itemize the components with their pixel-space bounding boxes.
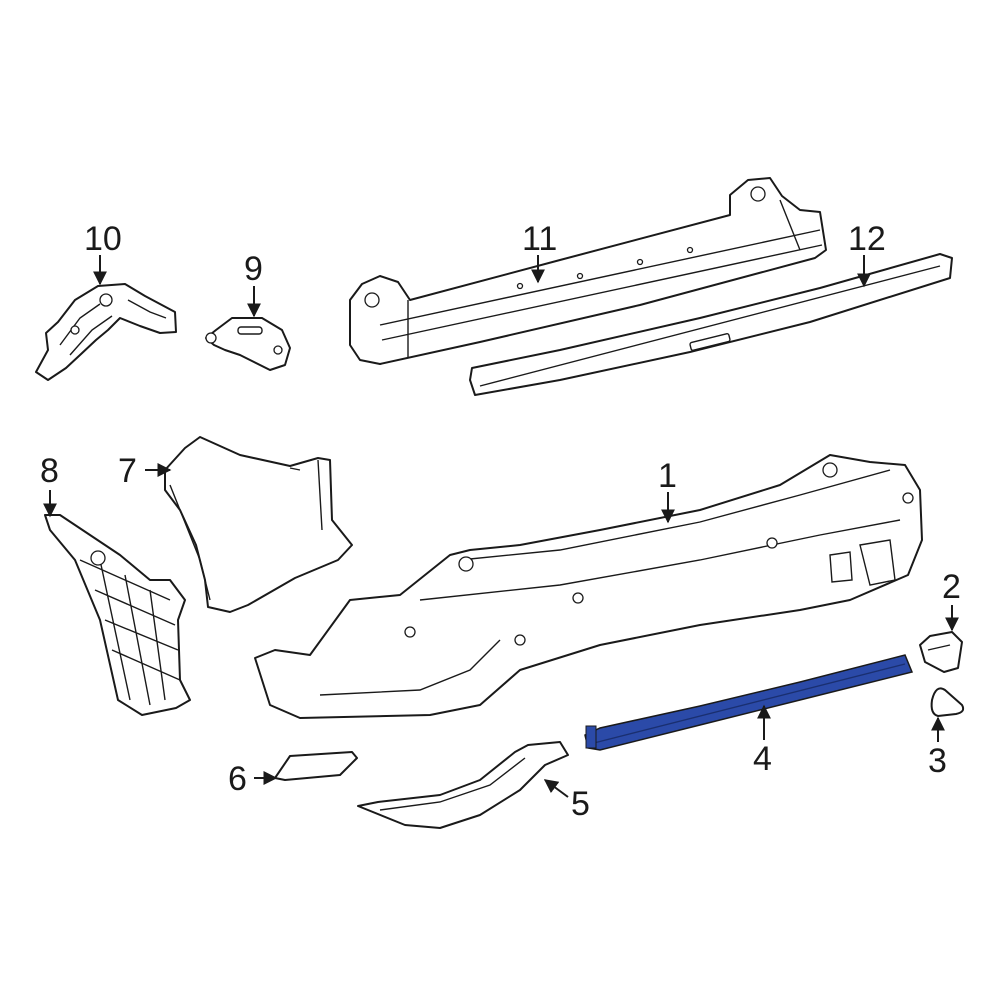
part-7-side-cover[interactable] xyxy=(164,436,353,613)
part-6-plate[interactable] xyxy=(274,751,358,781)
callout-9: 9 xyxy=(244,250,263,288)
callout-7: 7 xyxy=(118,452,137,490)
callout-11: 11 xyxy=(522,220,557,258)
callout-5: 5 xyxy=(571,785,590,823)
callout-4: 4 xyxy=(753,740,772,778)
part-2-cap[interactable] xyxy=(919,631,963,673)
callout-10: 10 xyxy=(84,220,122,258)
part-9-bracket[interactable] xyxy=(205,317,291,371)
part-11-reinforcement[interactable] xyxy=(349,177,827,365)
part-1-bumper-cover[interactable] xyxy=(254,454,923,719)
part-3-reflector[interactable] xyxy=(930,687,965,717)
callout-3: 3 xyxy=(928,742,947,780)
part-8-side-bracket[interactable] xyxy=(44,514,191,716)
callout-6: 6 xyxy=(228,760,247,798)
part-10-bracket[interactable] xyxy=(35,283,177,381)
callout-labels: 10 9 11 12 1 7 8 2 3 4 5 6 xyxy=(40,220,961,823)
callout-8: 8 xyxy=(40,452,59,490)
leader-lines xyxy=(43,255,959,798)
part-5-lower-guide[interactable] xyxy=(357,741,569,829)
leader-5 xyxy=(543,779,569,798)
callout-12: 12 xyxy=(848,220,886,258)
callout-2: 2 xyxy=(942,568,961,606)
part-4-trim-strip[interactable] xyxy=(584,654,914,751)
callout-1: 1 xyxy=(658,457,677,495)
